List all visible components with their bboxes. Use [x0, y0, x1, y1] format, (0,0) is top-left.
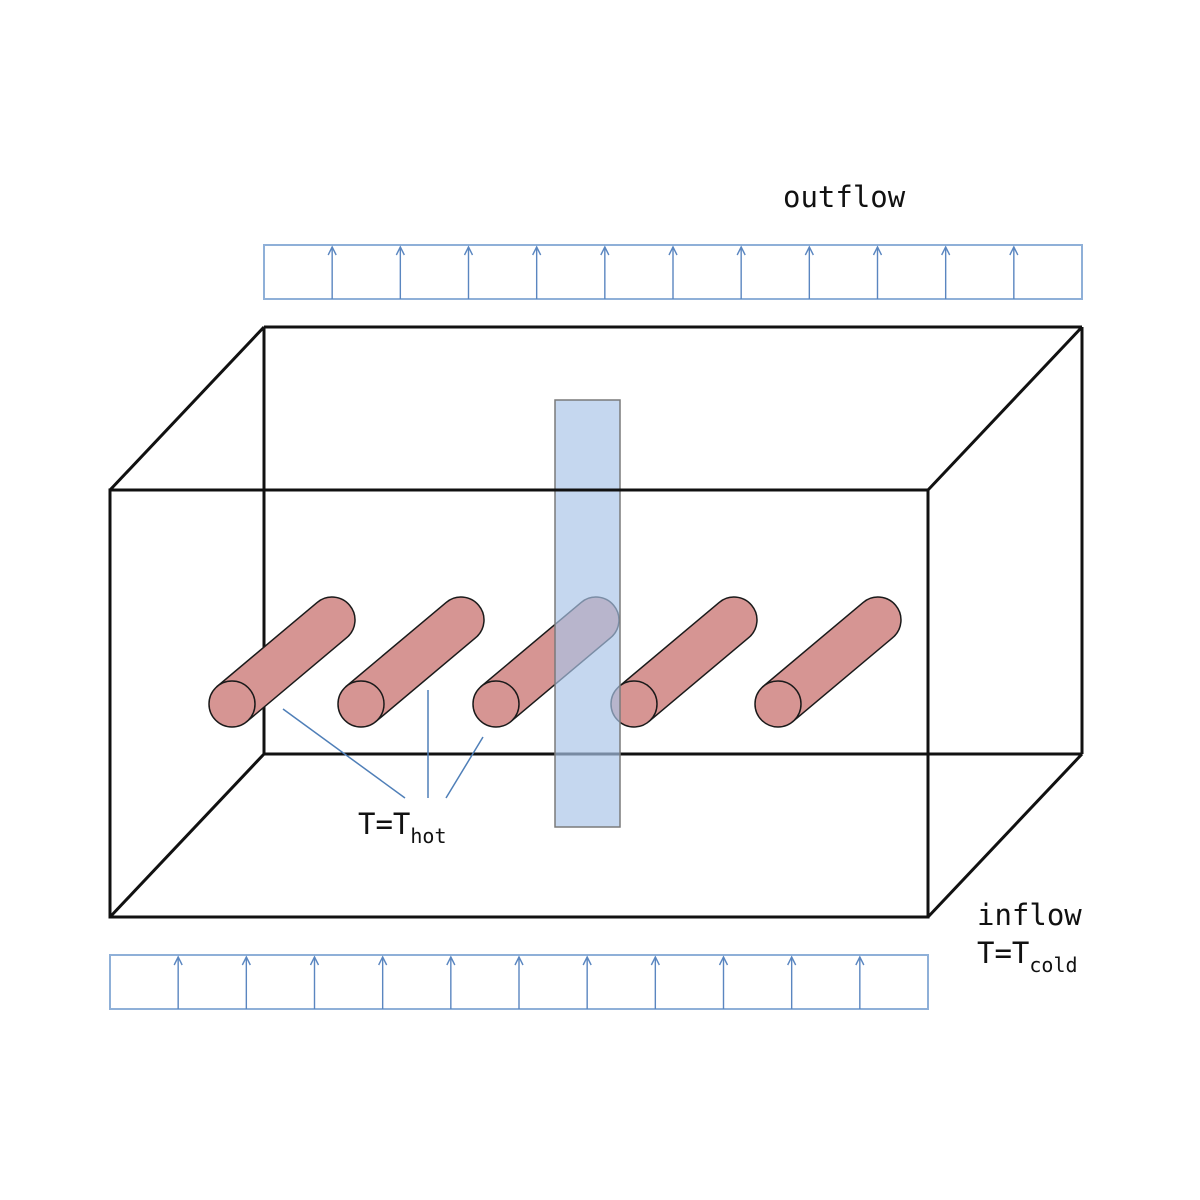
- arrow-head-icon: [532, 245, 542, 256]
- arrow-head-icon: [718, 955, 729, 966]
- outflow-arrow: [327, 245, 337, 299]
- arrow-head-icon: [173, 955, 183, 966]
- outflow-arrow: [1009, 245, 1019, 299]
- hot-temperature-label: T=Thot: [358, 807, 447, 848]
- cylinder: [208, 596, 356, 728]
- cylinder-body: [345, 596, 485, 723]
- cylinder-front-cap: [472, 680, 520, 728]
- cylinder-body: [216, 596, 356, 723]
- outflow-arrow: [668, 245, 678, 299]
- arrow-head-icon: [1009, 245, 1019, 256]
- cylinder-front-cap: [208, 680, 256, 728]
- arrow-head-icon: [378, 955, 388, 966]
- inflow-arrow: [241, 955, 251, 1009]
- arrow-head-icon: [446, 955, 456, 966]
- inflow-arrow: [378, 955, 388, 1009]
- arrow-head-icon: [327, 245, 337, 256]
- cylinder-front-cap: [754, 680, 802, 728]
- arrow-head-icon: [668, 245, 678, 256]
- arrow-head-icon: [650, 955, 660, 966]
- arrow-head-icon: [309, 955, 320, 966]
- slice-plane: [554, 399, 621, 828]
- arrow-head-icon: [582, 955, 592, 966]
- box-edge-top-right-depth: [926, 325, 1084, 492]
- cylinder: [337, 596, 485, 728]
- inflow-arrow: [173, 955, 183, 1009]
- cylinder: [754, 596, 902, 728]
- outflow-arrow: [872, 245, 883, 299]
- hot-temperature-subscript: hot: [410, 824, 446, 848]
- arrow-head-icon: [395, 245, 405, 256]
- inflow-arrow: [514, 955, 524, 1009]
- outflow-panel: [263, 244, 1083, 300]
- cold-temperature-main: T=T: [977, 936, 1029, 970]
- outflow-arrow: [804, 245, 814, 299]
- outflow-arrow: [736, 245, 746, 299]
- arrow-head-icon: [463, 245, 474, 256]
- cylinder-body: [762, 596, 902, 723]
- arrow-head-icon: [514, 955, 524, 966]
- inflow-arrow: [787, 955, 797, 1009]
- outflow-label: outflow: [783, 180, 906, 214]
- box-front-face: [108, 488, 930, 919]
- arrow-head-icon: [736, 245, 746, 256]
- leader-line-cylinder-3: [445, 736, 484, 799]
- outflow-arrow: [600, 245, 610, 299]
- outflow-arrows: [327, 245, 1019, 299]
- outflow-arrow: [941, 245, 951, 299]
- cold-temperature-label: T=Tcold: [977, 936, 1078, 977]
- hot-leader-lines: [282, 690, 484, 799]
- outflow-arrow: [532, 245, 542, 299]
- cylinder-front-cap: [337, 680, 385, 728]
- arrow-head-icon: [941, 245, 951, 256]
- arrow-head-icon: [600, 245, 610, 256]
- hot-temperature-main: T=T: [358, 807, 410, 841]
- inflow-arrow: [309, 955, 320, 1009]
- arrow-head-icon: [855, 955, 865, 966]
- inflow-arrow: [446, 955, 456, 1009]
- inflow-arrow: [582, 955, 592, 1009]
- outflow-arrow: [395, 245, 405, 299]
- arrow-head-icon: [804, 245, 814, 256]
- inflow-label: inflow: [977, 898, 1082, 932]
- outflow-arrow: [463, 245, 474, 299]
- arrow-head-icon: [241, 955, 251, 966]
- box-edge-bottom-left-depth: [108, 752, 266, 919]
- box-front-edges: [108, 325, 1084, 919]
- cylinder: [610, 596, 758, 728]
- cylinder-body: [618, 596, 758, 723]
- cold-temperature-subscript: cold: [1029, 953, 1077, 977]
- leader-line-cylinder-1: [282, 708, 406, 799]
- box-edge-bottom-right-depth: [926, 752, 1084, 919]
- arrow-head-icon: [787, 955, 797, 966]
- inflow-arrow: [650, 955, 660, 1009]
- inflow-panel: [109, 954, 929, 1010]
- inflow-arrow: [718, 955, 729, 1009]
- box-edge-top-left-depth: [108, 325, 266, 492]
- inflow-arrow: [855, 955, 865, 1009]
- inflow-arrows: [173, 955, 865, 1009]
- arrow-head-icon: [872, 245, 883, 256]
